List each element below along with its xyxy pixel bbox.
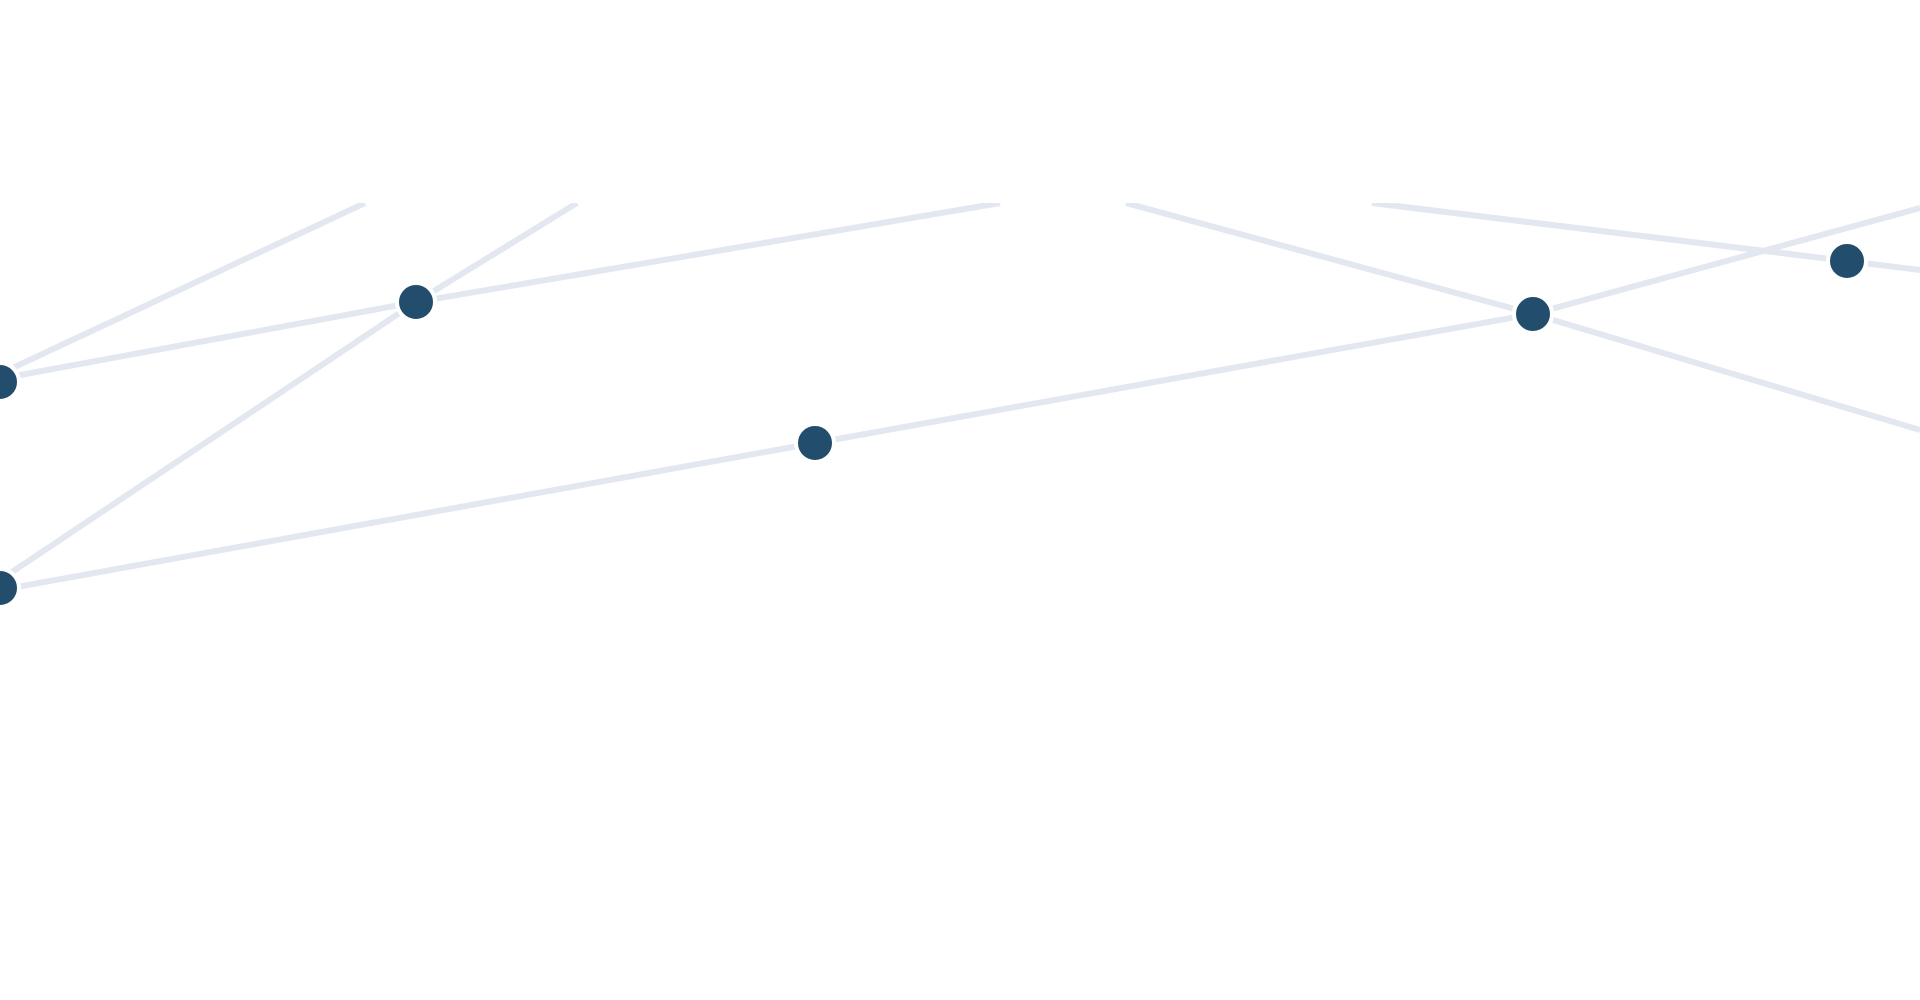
- network-edge: [0, 299, 418, 583]
- network-edge: [1532, 205, 1920, 317]
- network-edge: [1532, 311, 1920, 433]
- network-node: [0, 567, 21, 609]
- network-nodes: [0, 240, 1868, 609]
- network-node: [1512, 293, 1554, 335]
- network-edge: [2, 203, 367, 375]
- network-edge: [814, 311, 1534, 446]
- network-node: [794, 422, 836, 464]
- network-edge: [3, 299, 417, 381]
- network-edge: [1371, 203, 1848, 264]
- network-node: [395, 281, 437, 323]
- network-edge: [0, 440, 816, 593]
- network-node: [0, 361, 21, 403]
- network-node: [1826, 240, 1868, 282]
- network-edge: [415, 203, 1001, 305]
- network-edge: [414, 203, 579, 305]
- network-edge: [1125, 203, 1534, 317]
- network-edges: [0, 203, 1920, 593]
